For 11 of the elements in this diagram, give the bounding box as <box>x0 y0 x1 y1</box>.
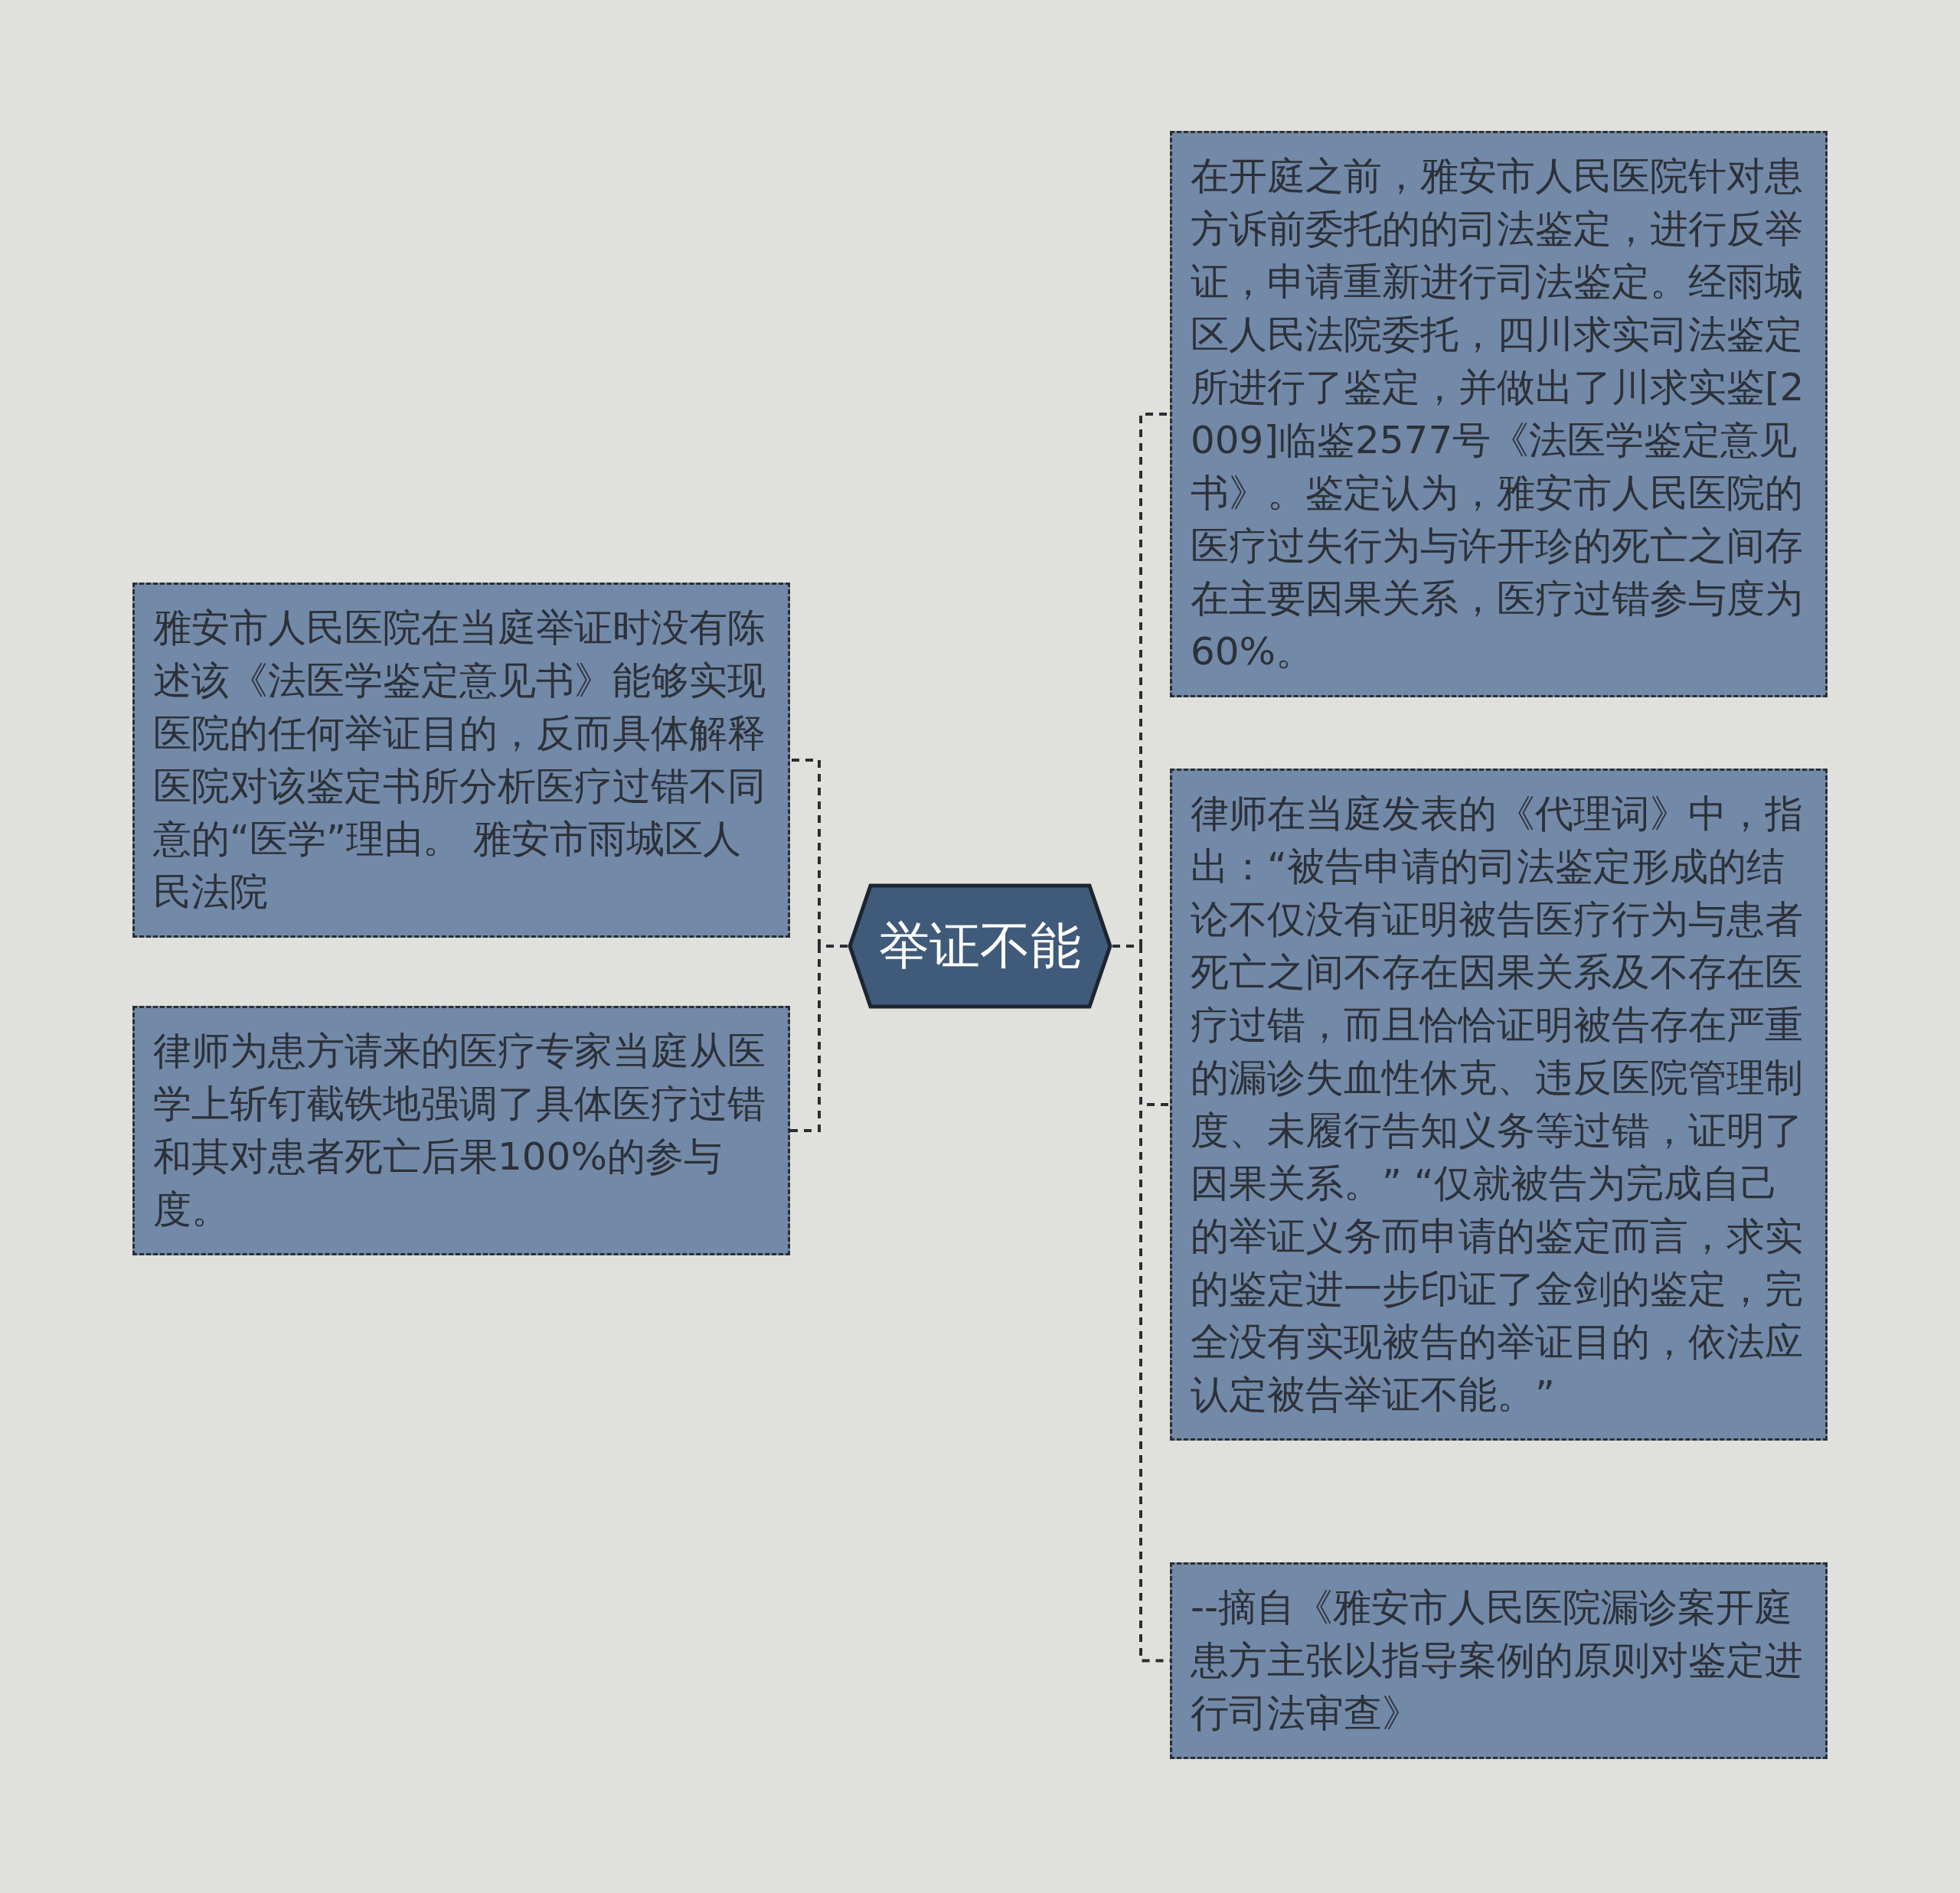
paragraph: --摘自《雅安市人民医院漏诊案开庭患方主张以指导案例的原则对鉴定进行司法审查》 <box>1191 1585 1804 1737</box>
text-box <box>132 583 790 938</box>
text-box <box>1170 1562 1828 1759</box>
topic-title: 举证不能 <box>879 915 1081 977</box>
paragraph: 雅安市人民医院在当庭举证时没有陈述该《法医学鉴定意见书》能够实现医院的任何举证目的，反而具体解释医院对该鉴定书所分析医疗过错不同意的“医学”理由。 雅安市雨城区人民法院 <box>153 605 766 915</box>
paragraph: 律师在当庭发表的《代理词》中，指出：“被告申请的司法鉴定形成的结论不仅没有证明被告医疗行为与患者死亡之间不存在因果关系及不存在医疗过错，而且恰恰证明被告存在严重的漏诊失血性休克、违反医院管理制度、未履行告知义务等过错，证明了因果关系。” “仅就被告为完成自己的举证义务而申请的鉴定而言，求实的鉴定进一步印证了金剑的鉴定，完全没有实现被告的举证目的，依法应认定被告举证不能。” <box>1191 791 1804 1418</box>
paragraph: 律师为患方请来的医疗专家当庭从医学上斩钉截铁地强调了具体医疗过错和其对患者死亡后果100%的参与度。 <box>153 1028 766 1233</box>
text-box <box>132 1006 790 1255</box>
paragraph: 在开庭之前，雅安市人民医院针对患方诉前委托的的司法鉴定，进行反举证，申请重新进行司法鉴定。经雨城区人民法院委托，四川求实司法鉴定所进行了鉴定，并做出了川求实鉴[2009]临鉴2577号《法医学鉴定意见书》。鉴定认为，雅安市人民医院的医疗过失行为与许开珍的死亡之间存在主要因果关系，医疗过错参与度为60%。 <box>1191 153 1805 675</box>
topic-hexagon <box>848 883 1112 1009</box>
connector-line <box>790 945 848 1132</box>
